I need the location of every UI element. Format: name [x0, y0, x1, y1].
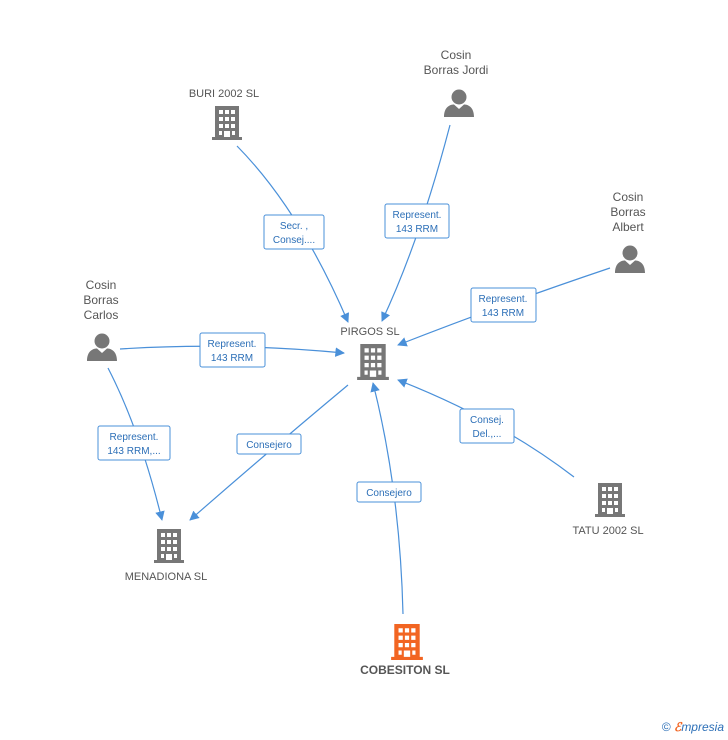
node-label: Borras Jordi [424, 63, 489, 77]
footer-brand: © ℰmpresia [662, 720, 724, 734]
edge-label-line: Represent. [393, 210, 442, 221]
edge-label-line: Consejero [246, 440, 292, 451]
node-label: Albert [612, 220, 644, 234]
edge-label-tatu-pirgos[interactable]: Consej. Del.,... [459, 408, 515, 444]
brand-name: mpresia [681, 720, 724, 734]
edge-labels: Secr. , Consej.... Represent. 143 RRM Re… [97, 203, 537, 503]
node-tatu[interactable]: TATU 2002 SL [572, 483, 644, 537]
edge-label-line: Consej.... [273, 235, 315, 246]
edge-label-cobesiton-pirgos[interactable]: Consejero [356, 481, 422, 503]
edge-label-line: Represent. [479, 294, 528, 305]
edge-label-line: Represent. [110, 432, 159, 443]
person-icon [615, 245, 645, 273]
node-buri[interactable]: BURI 2002 SL [189, 88, 259, 140]
brand-logo-e: ℰ [674, 720, 682, 734]
edge-label-carlos-pirgos[interactable]: Represent. 143 RRM [199, 332, 266, 368]
node-label: PIRGOS SL [340, 326, 399, 338]
building-icon [212, 106, 242, 140]
node-menadiona[interactable]: MENADIONA SL [125, 529, 208, 583]
copyright-symbol: © [661, 720, 671, 734]
edge-label-line: Consej. [470, 415, 504, 426]
node-label: Borras [610, 205, 645, 219]
edge-label-jordi-pirgos[interactable]: Represent. 143 RRM [384, 203, 450, 239]
building-icon [391, 624, 423, 660]
person-icon [444, 89, 474, 117]
edges [107, 124, 611, 615]
edge-label-pirgos-menadiona[interactable]: Consejero [236, 433, 302, 455]
node-label: BURI 2002 SL [189, 88, 259, 100]
node-label: MENADIONA SL [125, 571, 208, 583]
node-label: Cosin [613, 190, 644, 204]
node-cosin-jordi[interactable]: Cosin Borras Jordi [424, 48, 489, 117]
node-pirgos[interactable]: PIRGOS SL [340, 326, 400, 380]
edge-label-carlos-menadiona[interactable]: Represent. 143 RRM,... [97, 425, 171, 461]
edge-label-buri-pirgos[interactable]: Secr. , Consej.... [263, 214, 325, 250]
node-cosin-albert[interactable]: Cosin Borras Albert [610, 190, 646, 273]
node-label: Cosin [441, 48, 472, 62]
node-cobesiton[interactable]: COBESITON SL [360, 624, 450, 677]
edge-label-line: Secr. , [280, 221, 308, 232]
building-icon [154, 529, 184, 563]
node-label: Carlos [84, 308, 119, 322]
node-label: COBESITON SL [360, 663, 450, 677]
node-label: TATU 2002 SL [572, 525, 643, 537]
edge-label-line: Consejero [366, 488, 412, 499]
edge-label-albert-pirgos[interactable]: Represent. 143 RRM [470, 287, 537, 323]
edge-label-line: 143 RRM [211, 353, 253, 364]
building-icon [595, 483, 625, 517]
building-icon [357, 344, 389, 380]
edge-label-line: Represent. [208, 339, 257, 350]
edge-label-line: 143 RRM,... [107, 446, 160, 457]
edge-label-line: 143 RRM [482, 308, 524, 319]
node-cosin-carlos[interactable]: Cosin Borras Carlos [83, 278, 119, 361]
edge-label-line: Del.,... [473, 429, 502, 440]
person-icon [87, 333, 117, 361]
node-label: Cosin [86, 278, 117, 292]
node-label: Borras [83, 293, 118, 307]
edge-label-line: 143 RRM [396, 224, 438, 235]
